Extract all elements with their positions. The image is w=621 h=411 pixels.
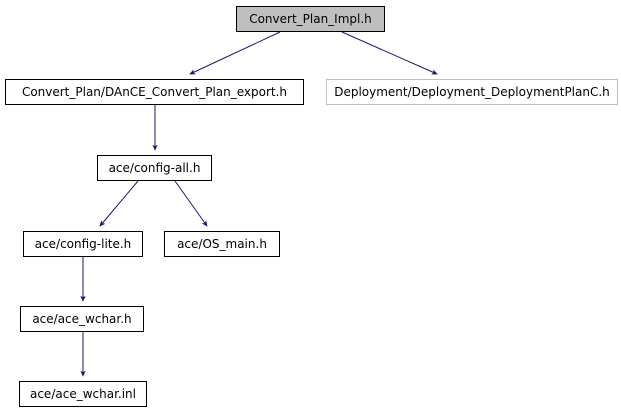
node-ace-config-all[interactable]: ace/config-all.h xyxy=(97,155,212,181)
node-ace-ace-wchar-inl[interactable]: ace/ace_wchar.inl xyxy=(19,381,147,407)
edge-impl-to-export xyxy=(189,31,281,75)
node-convert-plan-impl[interactable]: Convert_Plan_Impl.h xyxy=(236,6,385,32)
edge-config-all-to-config-lite xyxy=(99,180,139,227)
edge-impl-to-deploymentplanc xyxy=(341,31,438,75)
node-label: Convert_Plan/DAnCE_Convert_Plan_export.h xyxy=(21,85,288,99)
node-ace-ace-wchar-h[interactable]: ace/ace_wchar.h xyxy=(20,306,144,332)
node-ace-config-lite[interactable]: ace/config-lite.h xyxy=(23,231,143,257)
node-label: ace/config-lite.h xyxy=(34,237,132,251)
edge-config-all-to-os-main xyxy=(174,180,208,227)
node-label: ace/OS_main.h xyxy=(177,237,267,251)
node-label: Deployment/Deployment_DeploymentPlanC.h xyxy=(334,85,610,99)
node-label: ace/ace_wchar.inl xyxy=(29,387,136,401)
node-dance-convert-plan-export[interactable]: Convert_Plan/DAnCE_Convert_Plan_export.h xyxy=(5,79,304,105)
node-label: ace/config-all.h xyxy=(108,161,201,175)
node-label: Convert_Plan_Impl.h xyxy=(249,12,372,26)
node-deployment-deploymentplanc[interactable]: Deployment/Deployment_DeploymentPlanC.h xyxy=(326,79,618,105)
node-ace-os-main[interactable]: ace/OS_main.h xyxy=(164,231,280,257)
node-label: ace/ace_wchar.h xyxy=(32,312,132,326)
